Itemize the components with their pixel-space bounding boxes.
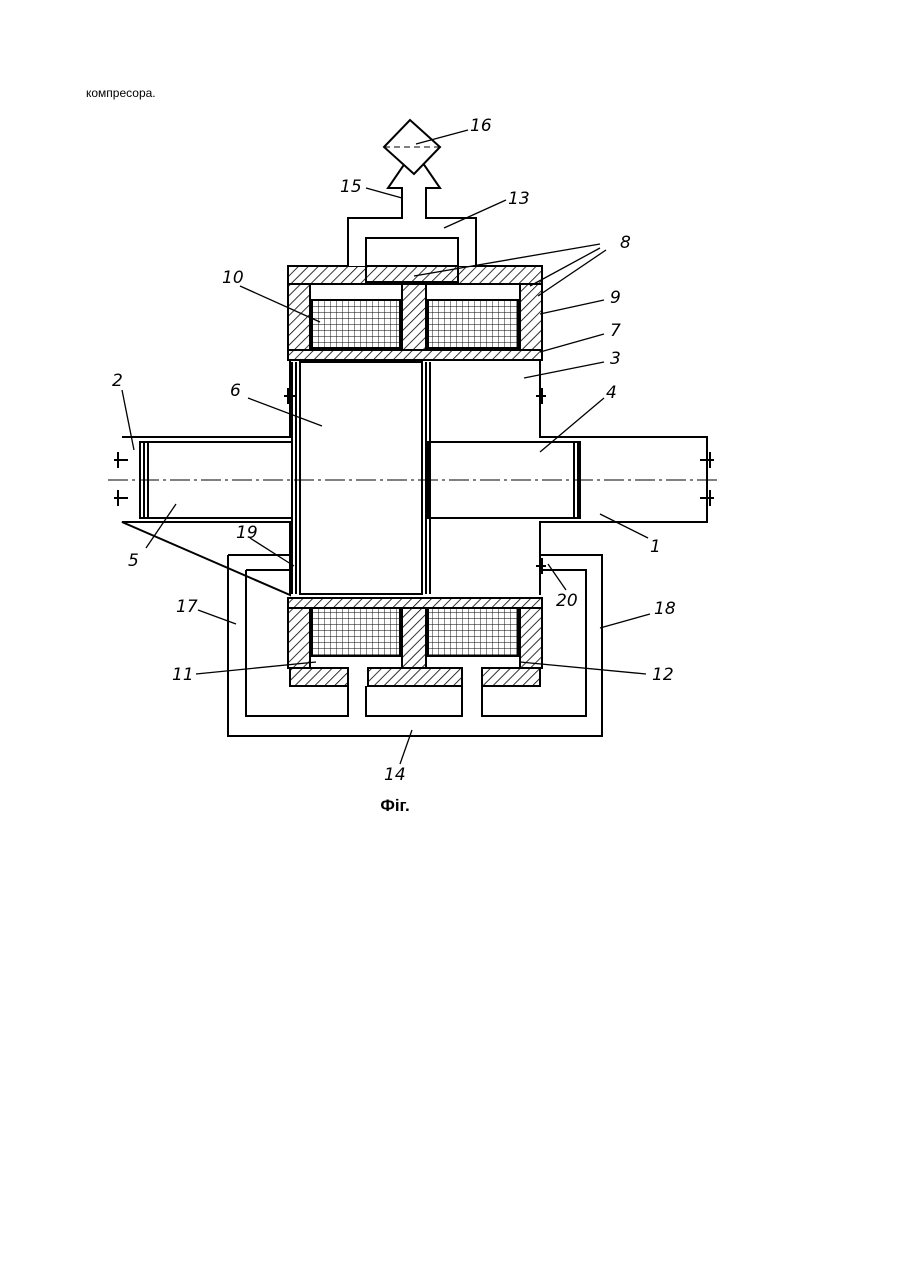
label-18: 18 (654, 599, 676, 619)
piston (300, 362, 422, 594)
label-5: 5 (128, 551, 139, 571)
label-9: 9 (610, 288, 621, 308)
label-6: 6 (230, 381, 241, 401)
label-10: 10 (222, 268, 244, 288)
label-4: 4 (606, 383, 617, 403)
label-11: 11 (172, 665, 194, 685)
label-20: 20 (556, 591, 578, 611)
label-17: 17 (176, 597, 198, 617)
figure-caption: Фіг. (0, 796, 790, 816)
label-13: 13 (508, 189, 530, 209)
label-7: 7 (610, 321, 621, 341)
label-14: 14 (384, 765, 406, 785)
label-15: 15 (340, 177, 362, 197)
housing-outline (122, 360, 707, 595)
label-8: 8 (620, 233, 631, 253)
label-12: 12 (652, 665, 674, 685)
label-1: 1 (650, 537, 661, 557)
label-3: 3 (610, 349, 621, 369)
label-19: 19 (236, 523, 258, 543)
label-2: 2 (112, 371, 123, 391)
label-16: 16 (470, 116, 492, 136)
